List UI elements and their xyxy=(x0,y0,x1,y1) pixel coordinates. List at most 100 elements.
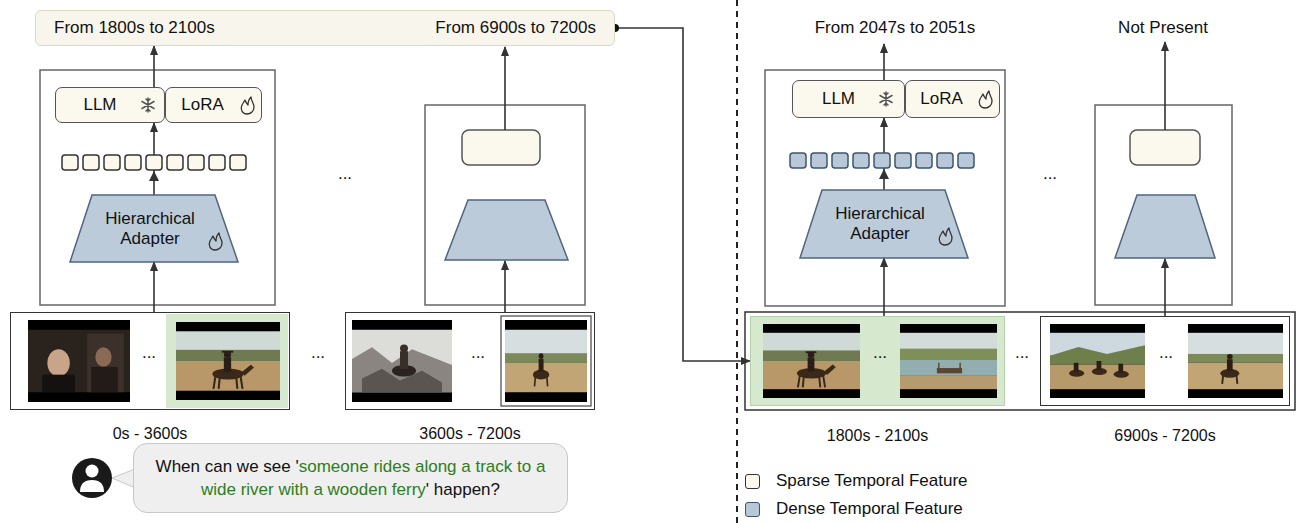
video-frame xyxy=(28,320,1283,402)
module-label: LLM xyxy=(83,95,116,115)
collapsed-module xyxy=(445,130,1215,260)
lora-box: LoRA xyxy=(905,80,1000,118)
frame-highlight xyxy=(745,312,1295,410)
video-frame xyxy=(1050,324,1145,398)
frame-highlight xyxy=(166,314,288,408)
token-arrowhead xyxy=(149,171,159,181)
sparse-token xyxy=(146,155,162,170)
video-frame xyxy=(352,320,452,402)
adapter-trapezoid: Hierarchical Adapter xyxy=(800,190,968,258)
dense-token xyxy=(958,153,974,168)
module-fill xyxy=(905,80,1000,118)
flow-arrow xyxy=(504,261,506,312)
sparse-token xyxy=(209,155,225,170)
flow-arrow xyxy=(1164,259,1166,316)
adapter-label: Hierarchical Adapter xyxy=(812,204,948,244)
user-icon xyxy=(72,458,140,498)
snowflake-icon xyxy=(142,92,892,112)
query-bubble: When can we see 'someone rides along a t… xyxy=(133,443,568,513)
ellipsis: ... xyxy=(873,343,887,363)
flame-icon xyxy=(209,233,222,250)
dense-token xyxy=(853,153,869,168)
frame-highlight xyxy=(750,316,1005,406)
legend-swatch xyxy=(745,502,760,517)
module-fill xyxy=(165,87,262,123)
query-text: ' happen? xyxy=(426,480,500,499)
module-label: LLM xyxy=(822,89,855,109)
legend-text: Dense Temporal Feature xyxy=(776,499,963,519)
module-fill xyxy=(55,87,165,123)
video-frame xyxy=(28,320,130,402)
dense-token xyxy=(790,153,806,168)
ellipsis: ... xyxy=(1015,343,1029,363)
clip-segment: 3600s - 7200s xyxy=(345,312,595,410)
ellipsis: ... xyxy=(471,343,485,363)
model-block xyxy=(40,70,1232,306)
dense-token xyxy=(832,153,848,168)
dense-token xyxy=(874,153,890,168)
snowflake-icon xyxy=(880,92,892,106)
collapsed-module xyxy=(445,200,568,260)
user-icon xyxy=(80,480,104,492)
flame-icon xyxy=(241,97,254,114)
query-text: When can we see ' xyxy=(156,457,299,476)
flow-arrow xyxy=(1164,42,1166,130)
module-fill xyxy=(792,80,905,118)
llm-box: LLM xyxy=(55,87,165,123)
flow-arrow xyxy=(615,28,750,361)
dense-token xyxy=(790,153,974,168)
adapter-label: Hierarchical Adapter xyxy=(82,209,218,249)
llm-box: LLM xyxy=(792,80,905,118)
segment-range-label: 0s - 3600s xyxy=(113,425,188,443)
segment-range-label: 3600s - 7200s xyxy=(419,425,520,443)
video-frame xyxy=(763,324,860,398)
flame-icon xyxy=(979,91,992,108)
snowflake-icon xyxy=(142,98,154,112)
adapter-trapezoid: Hierarchical Adapter xyxy=(70,195,238,262)
flame-icon xyxy=(939,228,952,245)
segment-range-label: 1800s - 2100s xyxy=(827,427,928,445)
user-icon xyxy=(86,465,99,478)
dense-token xyxy=(895,153,911,168)
ellipsis: ... xyxy=(1043,164,1057,184)
sparse-token xyxy=(167,155,183,170)
time-range-label: From 2047s to 2051s xyxy=(815,18,976,38)
model-block xyxy=(765,70,1005,306)
result-band: From 1800s to 2100s From 6900s to 7200s xyxy=(35,10,615,46)
video-frame xyxy=(176,322,280,400)
model-block xyxy=(40,70,275,305)
module-label: LoRA xyxy=(920,89,963,109)
sparse-token xyxy=(104,155,120,170)
dense-token xyxy=(916,153,932,168)
flow-arrow xyxy=(504,47,506,130)
ellipsis: ... xyxy=(142,343,156,363)
trapezoid-outline xyxy=(800,190,968,258)
time-range-label: From 6900s to 7200s xyxy=(435,18,596,38)
legend-entry: Dense Temporal Feature xyxy=(745,498,963,520)
token-arrowhead xyxy=(879,169,889,179)
collapsed-module xyxy=(1115,195,1215,258)
legend-text: Sparse Temporal Feature xyxy=(776,471,968,491)
ellipsis: ... xyxy=(1159,343,1173,363)
snowflake-icon xyxy=(142,98,154,112)
module-label: LoRA xyxy=(181,95,224,115)
ellipsis: ... xyxy=(311,343,325,363)
dense-token xyxy=(937,153,953,168)
sparse-token xyxy=(83,155,99,170)
frame-highlight xyxy=(501,316,591,406)
collapsed-module xyxy=(462,130,540,165)
video-frame xyxy=(505,320,587,402)
video-frame xyxy=(900,324,997,398)
module-fill xyxy=(800,190,968,258)
ellipsis: ... xyxy=(338,164,352,184)
legend-entry: Sparse Temporal Feature xyxy=(745,470,968,492)
flow-arrow xyxy=(883,258,885,316)
sparse-token xyxy=(62,155,78,170)
time-range-label: From 1800s to 2100s xyxy=(54,18,215,38)
time-range-label: Not Present xyxy=(1118,18,1208,38)
flow-arrow xyxy=(883,44,885,80)
flow-arrow xyxy=(153,262,155,312)
trapezoid-outline xyxy=(70,195,238,262)
sparse-token xyxy=(188,155,204,170)
